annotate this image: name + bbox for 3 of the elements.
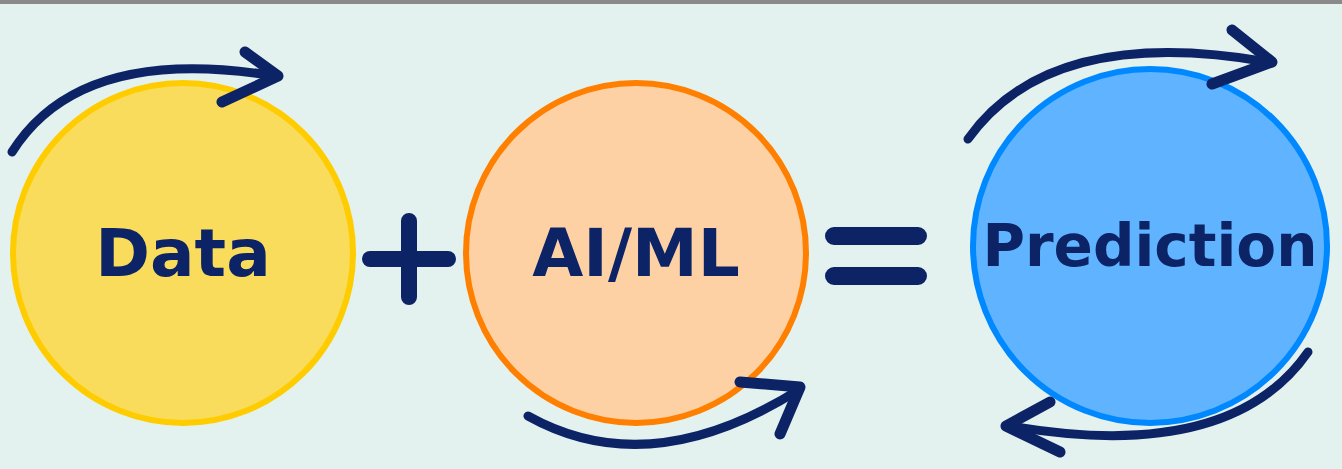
node-label: AI/ML	[532, 214, 740, 292]
node-label: Prediction	[982, 212, 1318, 280]
node-label: Data	[95, 214, 271, 292]
